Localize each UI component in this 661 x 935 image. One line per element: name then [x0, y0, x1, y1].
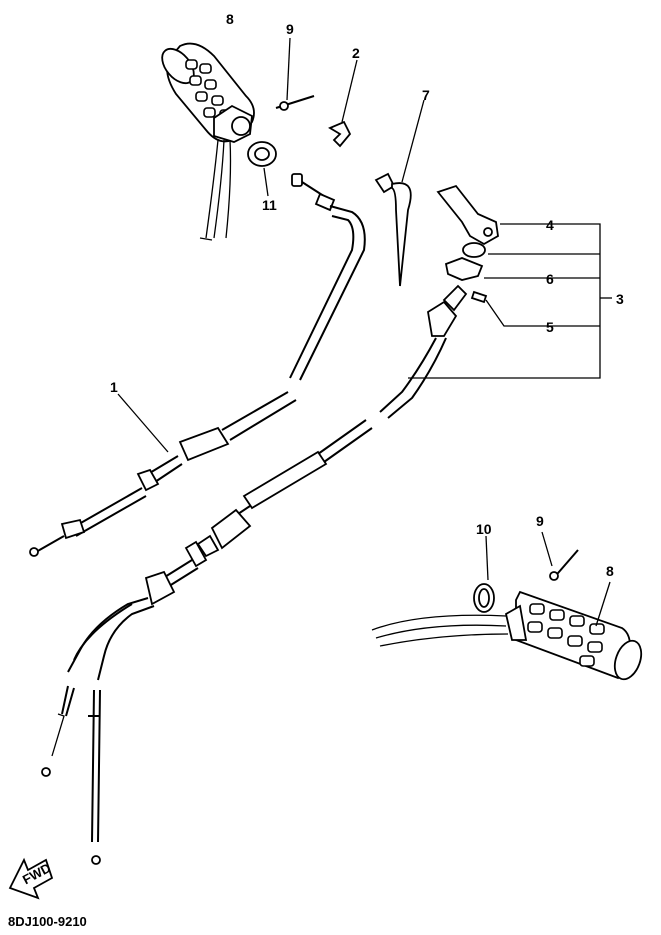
- callout-cable-tie: 7: [422, 87, 430, 103]
- callout-clamp: 2: [352, 45, 360, 61]
- lower-cable: [41, 419, 373, 865]
- cable-clamp: [328, 59, 358, 148]
- callout-collar-left: 11: [262, 197, 277, 213]
- callout-throttle-assembly: 3: [616, 291, 624, 307]
- forward-direction-badge: FWD: [8, 857, 53, 900]
- callout-grip-right: 8: [606, 563, 614, 579]
- left-grip-screw: [275, 37, 315, 111]
- pin: [470, 290, 488, 304]
- cable-tie: [374, 99, 425, 287]
- throttle-housing: [379, 284, 468, 419]
- right-grip-leader: [595, 581, 611, 627]
- assembly-bracket: [408, 223, 612, 379]
- callout-cable: 1: [110, 379, 118, 395]
- right-grip-screw: [541, 531, 579, 581]
- callout-washer: 6: [546, 271, 554, 287]
- right-collar: [473, 535, 495, 613]
- left-collar: [247, 141, 277, 197]
- callout-screw-right: 9: [536, 513, 544, 529]
- throttle-cable: [29, 173, 366, 557]
- callout-collar-right: 10: [476, 521, 492, 537]
- drawing-code: 8DJ100-9210: [8, 914, 87, 929]
- callout-lever: 4: [546, 217, 554, 233]
- callout-screw-left: 9: [286, 21, 294, 37]
- callout-pin: 5: [546, 319, 554, 335]
- left-handlebar-grip: [161, 42, 255, 241]
- throttle-lever: [436, 184, 499, 246]
- callout-grip-left: 8: [226, 11, 234, 27]
- right-handlebar-grip: [371, 590, 643, 681]
- washer: [444, 242, 486, 281]
